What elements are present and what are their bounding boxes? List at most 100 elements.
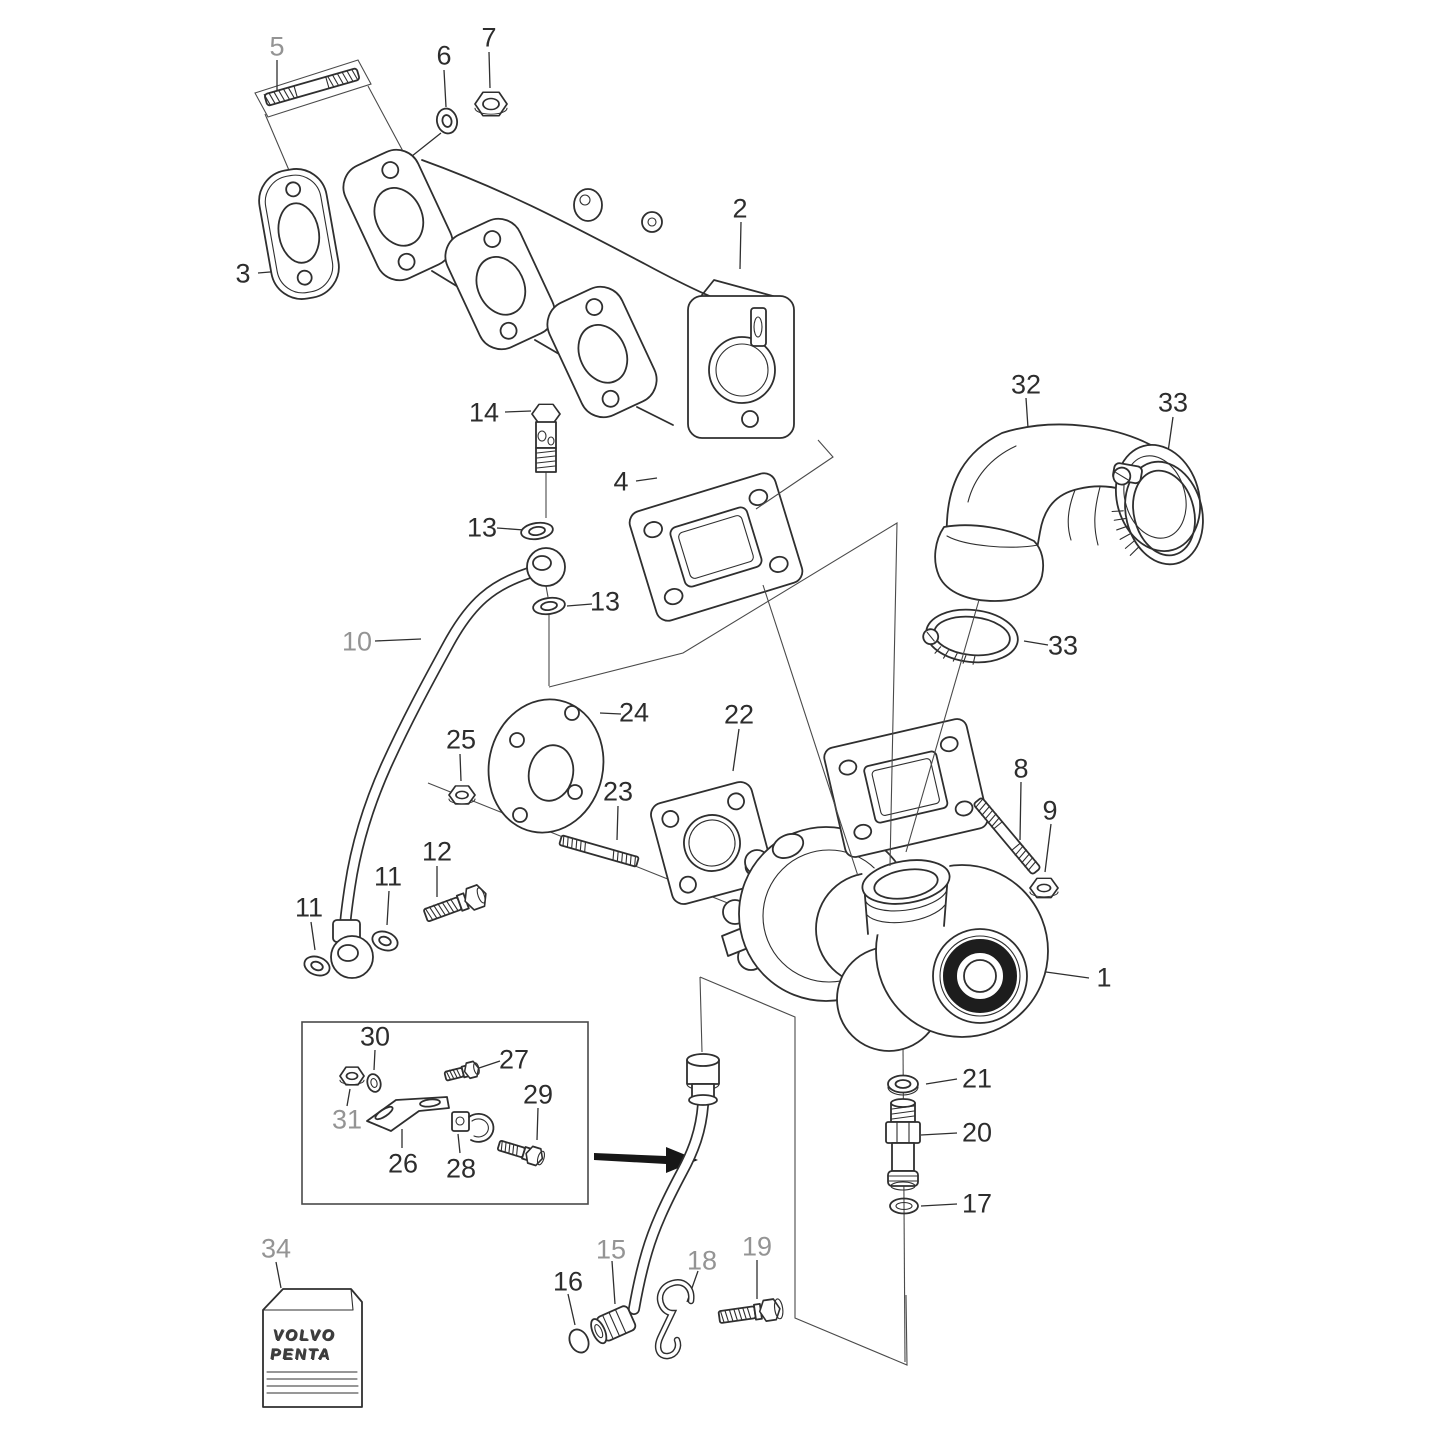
part-label-30-washer: 30 bbox=[359, 1021, 391, 1052]
part-label-27-screw: 27 bbox=[498, 1044, 530, 1075]
svg-text:VOLVO: VOLVO bbox=[273, 1328, 338, 1345]
part-label-22-drain-gasket: 22 bbox=[723, 699, 755, 730]
cover-plate-24 bbox=[487, 698, 605, 834]
stud-23 bbox=[558, 834, 640, 868]
manifold-port-flange bbox=[342, 148, 454, 282]
part-label-20-nipple: 20 bbox=[961, 1117, 993, 1148]
thread-hatching bbox=[719, 1306, 752, 1324]
part-label-16-o-ring: 16 bbox=[552, 1266, 584, 1297]
part-label-25-nut: 25 bbox=[445, 724, 477, 755]
oil-nipple-20 bbox=[885, 1098, 921, 1191]
washer-21 bbox=[887, 1074, 919, 1096]
hose-clamp-33-lower bbox=[922, 608, 1019, 665]
part-label-13-sealing-washer: 13 bbox=[466, 512, 498, 543]
worm-band-hatching bbox=[1111, 510, 1140, 556]
part-label-26-bracket: 26 bbox=[387, 1148, 419, 1179]
screw-29 bbox=[497, 1139, 546, 1167]
sealing-washer-11-right bbox=[371, 930, 399, 952]
banjo-bolt-14 bbox=[531, 403, 561, 473]
worm-band-hatching bbox=[934, 646, 976, 665]
part-label-1-turbocharger: 1 bbox=[1096, 962, 1112, 993]
part-label-24-cover-plate: 24 bbox=[618, 697, 650, 728]
part-label-28-clamp: 28 bbox=[445, 1153, 477, 1184]
compressor-outlet bbox=[932, 928, 1028, 1024]
swivel-nut bbox=[590, 1305, 637, 1345]
part-label-4-turbo-inlet-gasket: 4 bbox=[613, 466, 629, 497]
part-label-6-washer: 6 bbox=[436, 40, 452, 71]
turbo-inlet-neck bbox=[861, 858, 951, 935]
thread-hatching bbox=[263, 68, 359, 106]
banjo-eye-lower bbox=[330, 935, 374, 979]
part-label-7-nut: 7 bbox=[481, 22, 497, 53]
hex-head bbox=[531, 403, 561, 425]
mounting-panel-outline bbox=[699, 976, 908, 1366]
nut-9 bbox=[1029, 877, 1059, 899]
sealing-washer-13-lower bbox=[532, 596, 566, 616]
lifting-eye bbox=[641, 211, 663, 233]
part-label-5-stud: 5 bbox=[269, 31, 285, 62]
thread-hatching bbox=[445, 1067, 462, 1080]
clamp-28 bbox=[451, 1111, 495, 1143]
o-ring-16 bbox=[568, 1328, 590, 1354]
bracket-26 bbox=[366, 1096, 450, 1132]
manifold-boss bbox=[573, 188, 603, 222]
o-ring-17 bbox=[889, 1197, 919, 1215]
part-label-18-clip: 18 bbox=[686, 1245, 718, 1276]
manifold-port-flange bbox=[444, 217, 556, 351]
part-label-21-washer: 21 bbox=[961, 1063, 993, 1094]
part-label-34-gasket-kit: 34 bbox=[260, 1233, 292, 1264]
hose-cuff bbox=[934, 524, 1045, 602]
screw-27 bbox=[443, 1060, 480, 1082]
washer-30 bbox=[366, 1073, 382, 1093]
volvo-penta-logo: VOLVO VOLVO PENTA PENTA bbox=[269, 1327, 338, 1364]
part-label-14-banjo-bolt: 14 bbox=[468, 397, 500, 428]
manifold-gasket-3 bbox=[258, 168, 340, 300]
sealing-washer-13-upper bbox=[520, 521, 554, 541]
part-label-17-o-ring: 17 bbox=[961, 1188, 993, 1219]
nut-31 bbox=[339, 1066, 365, 1086]
turbo-inlet-gasket-4 bbox=[628, 472, 804, 622]
turbocharger-1 bbox=[721, 718, 1049, 1052]
washer-6 bbox=[435, 107, 459, 135]
thread-hatching bbox=[891, 1105, 915, 1120]
part-label-23-stud: 23 bbox=[602, 776, 634, 807]
hex-head bbox=[525, 1145, 544, 1167]
part-label-11-sealing-washer: 11 bbox=[294, 892, 324, 923]
thread-hatching bbox=[500, 1140, 519, 1157]
part-label-10-oil-supply-pipe: 10 bbox=[341, 626, 373, 657]
turbo-inlet-flange bbox=[823, 718, 989, 858]
actuator-boss bbox=[771, 833, 805, 859]
thread-hatching bbox=[536, 450, 556, 469]
part-label-32-hose-elbow: 32 bbox=[1010, 369, 1042, 400]
part-label-29-screw: 29 bbox=[522, 1079, 554, 1110]
screw-19 bbox=[717, 1298, 784, 1324]
part-label-2-exhaust-manifold: 2 bbox=[732, 193, 748, 224]
part-label-31-nut: 31 bbox=[331, 1104, 363, 1135]
part-label-33-hose-clamp: 33 bbox=[1047, 630, 1079, 661]
part-label-19-screw: 19 bbox=[741, 1231, 773, 1262]
hose-elbow-32 bbox=[934, 423, 1202, 602]
gasket-kit-packet-34: VOLVO VOLVO PENTA PENTA bbox=[262, 1288, 363, 1408]
sealing-washer-11-left bbox=[303, 955, 331, 977]
part-label-8-stud: 8 bbox=[1013, 753, 1029, 784]
part-label-13-sealing-washer: 13 bbox=[589, 586, 621, 617]
oil-return-pipe-15 bbox=[590, 1053, 720, 1345]
clip-18 bbox=[654, 1279, 695, 1360]
nut-7 bbox=[474, 91, 508, 117]
hose-clamp-33-upper bbox=[1111, 460, 1204, 566]
nut-25 bbox=[448, 785, 476, 805]
hex-head bbox=[463, 1060, 480, 1080]
thread-hatching bbox=[562, 835, 637, 867]
assembly-guide-lines-front bbox=[548, 439, 980, 877]
part-label-3-manifold-gasket: 3 bbox=[235, 258, 251, 289]
part-label-33-hose-clamp: 33 bbox=[1157, 387, 1189, 418]
callout-leader-lines bbox=[257, 51, 1174, 1326]
banjo-bolt-12 bbox=[423, 884, 487, 923]
part-label-11-sealing-washer: 11 bbox=[373, 861, 403, 892]
inset-box-border bbox=[301, 1021, 589, 1205]
drain-gasket-22 bbox=[650, 781, 774, 905]
detail-arrow bbox=[594, 1147, 698, 1173]
part-label-12-banjo-bolt: 12 bbox=[421, 836, 453, 867]
